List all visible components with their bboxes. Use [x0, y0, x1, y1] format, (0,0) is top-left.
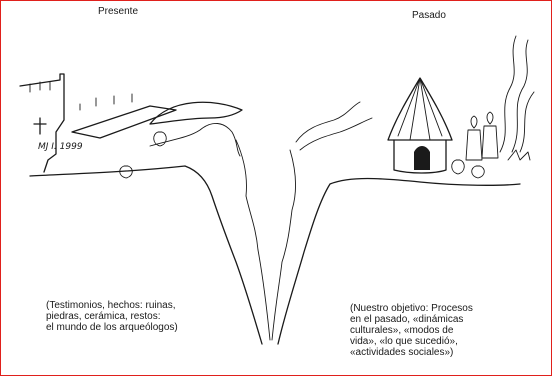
past-title: Pasado [412, 10, 446, 21]
present-caption: (Testimonios, hechos: ruinas, piedras, c… [46, 300, 216, 333]
ruined-wall-icon [20, 74, 64, 172]
foundation-icon [72, 106, 176, 138]
fire-icon [508, 150, 530, 160]
pot-right-2-icon [472, 166, 485, 178]
past-caption: (Nuestro objetivo: Procesos en el pasado… [350, 303, 520, 358]
artist-signature: MJ I. 1999 [38, 142, 83, 152]
smoke-icon [500, 36, 534, 152]
person-1-icon [466, 116, 482, 160]
hut-door-icon [414, 146, 430, 170]
person-2-icon [482, 112, 498, 158]
hut-roof-lines [398, 78, 442, 140]
past-caption-line: culturales», «modos de [350, 325, 520, 336]
past-caption-line: vida», «lo que sucedió», [350, 336, 520, 347]
past-caption-line: (Nuestro objetivo: Procesos [350, 303, 520, 314]
cross-icon [34, 118, 46, 134]
past-caption-line: en el pasado, «dinámicas [350, 314, 520, 325]
mound-icon [150, 102, 242, 124]
present-title: Presente [98, 6, 138, 17]
present-caption-line: el mundo de los arqueólogos) [46, 322, 216, 333]
pot-left-2-icon [120, 166, 133, 178]
chasm-crack-right [272, 150, 296, 340]
pot-left-1-icon [154, 132, 167, 146]
left-rim [150, 123, 240, 156]
chasm-crack-left [236, 140, 270, 340]
foundation-posts [80, 94, 132, 110]
past-caption-line: «actividades sociales») [350, 347, 520, 358]
present-caption-line: piedras, cerámica, restos: [46, 311, 216, 322]
hut-roof-icon [388, 78, 452, 140]
present-caption-line: (Testimonios, hechos: ruinas, [46, 300, 216, 311]
right-rim-2 [300, 118, 372, 150]
pot-right-1-icon [452, 160, 465, 174]
